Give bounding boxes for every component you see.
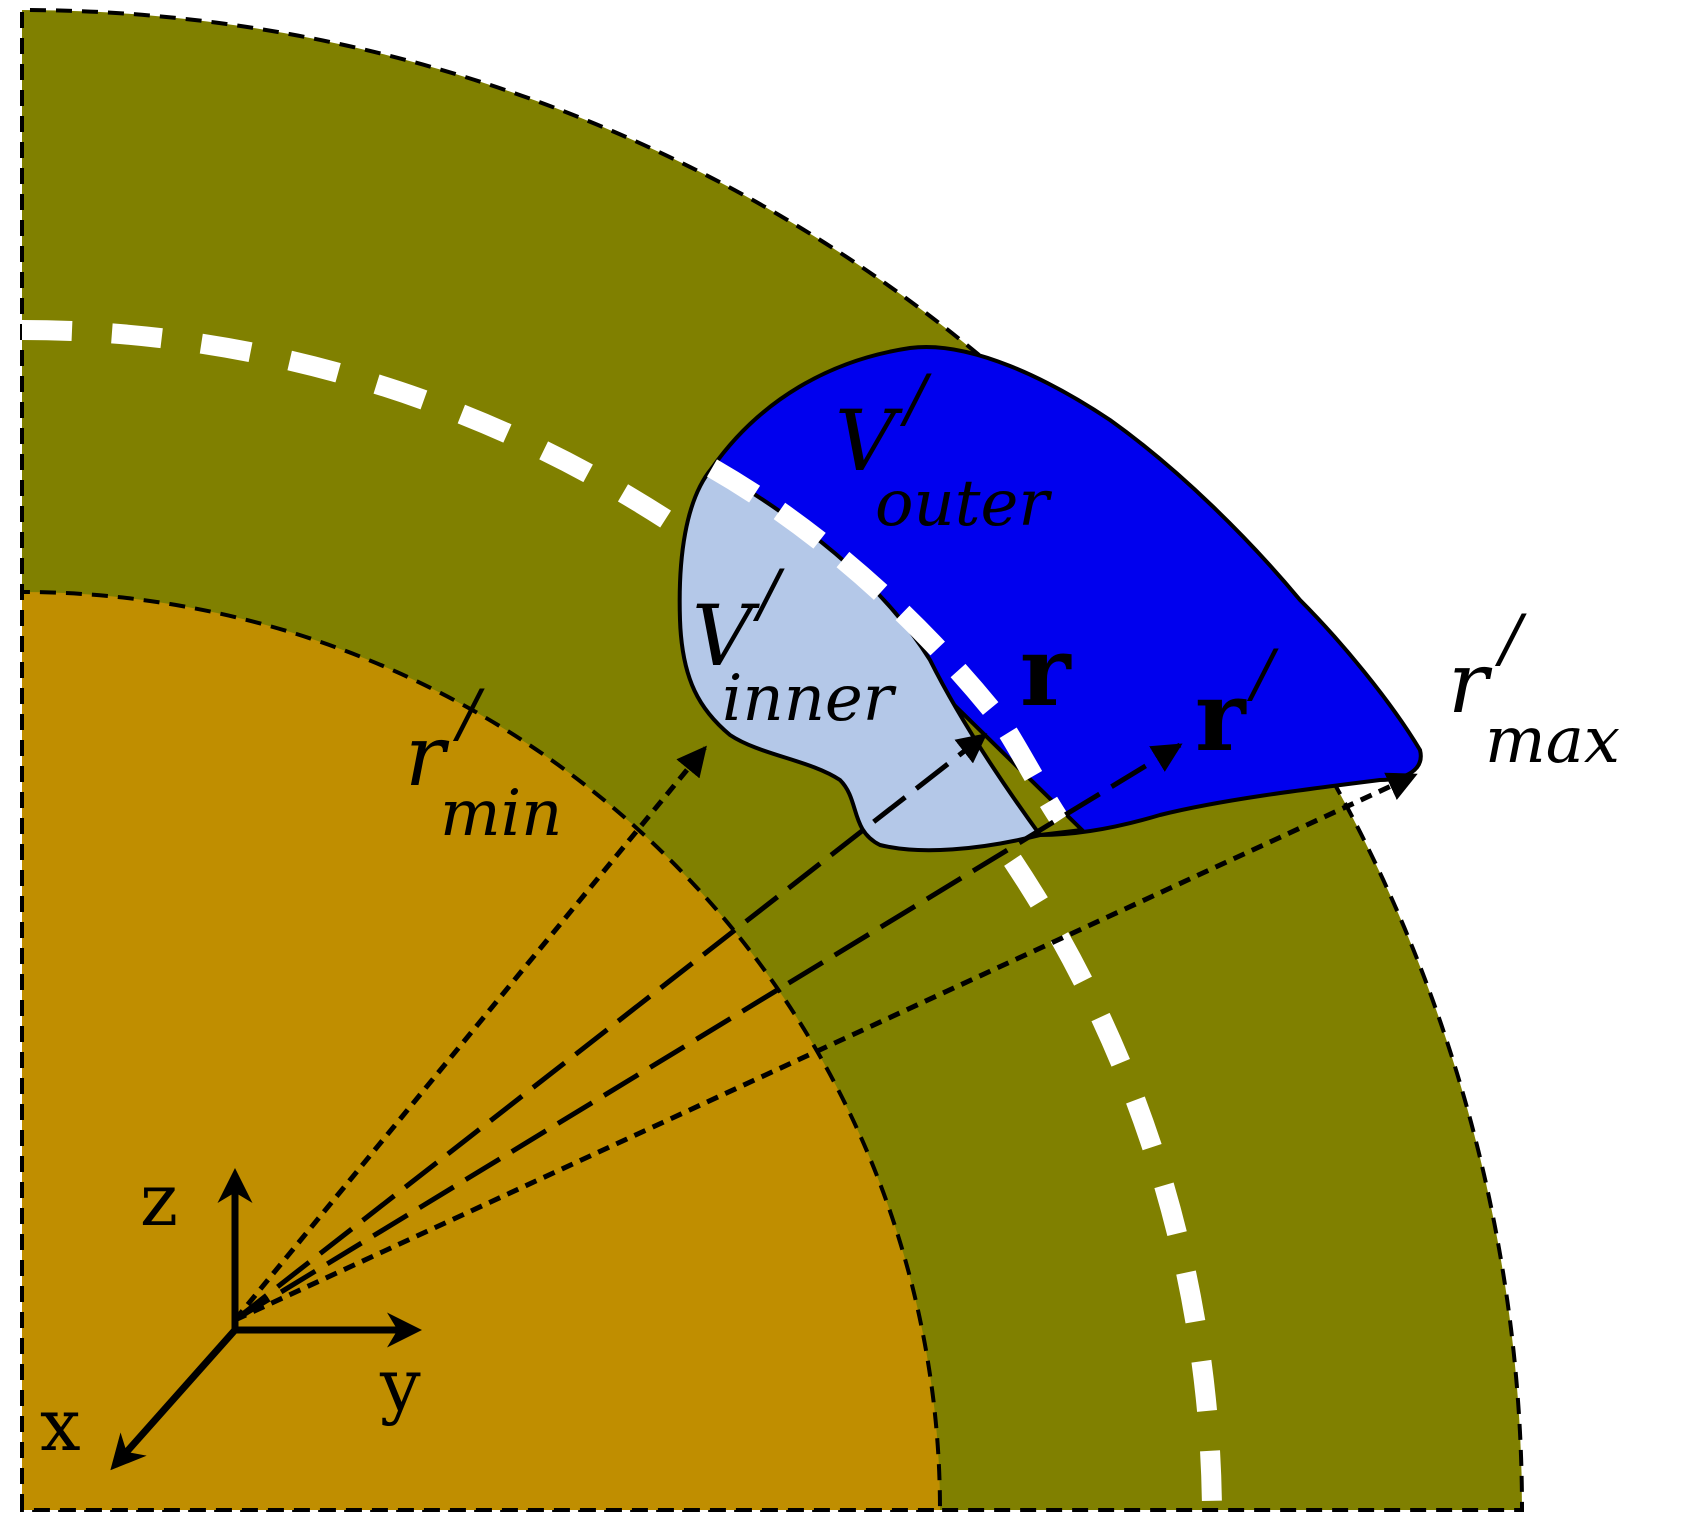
r-max-label: r / max <box>1448 602 1620 778</box>
svg-text:/: / <box>1246 637 1279 711</box>
svg-text:r: r <box>405 707 450 805</box>
x-axis-label: x <box>40 1383 81 1467</box>
radial-lines <box>233 733 1418 1323</box>
y-axis-label: y <box>379 1343 421 1427</box>
svg-text:/: / <box>1494 602 1527 676</box>
inner-volume-shape <box>677 465 1044 853</box>
radial-line-r-prime <box>233 742 1183 1323</box>
svg-text:r: r <box>1448 634 1493 732</box>
x-axis <box>110 1327 238 1471</box>
outer-volume-shape <box>709 345 1423 837</box>
mid-radius-dashed-arc-overlay <box>707 459 1069 826</box>
svg-text:r: r <box>1195 660 1247 773</box>
v-inner-label: V / inner <box>692 557 897 736</box>
v-outer-label: V / outer <box>835 362 1052 541</box>
svg-text:V: V <box>692 587 760 685</box>
svg-text:/: / <box>752 557 785 631</box>
radial-line-rmax <box>233 772 1418 1323</box>
r-min-label: r / min <box>405 677 562 851</box>
svg-text:V: V <box>835 392 903 490</box>
vector-r-prime-label: r / <box>1195 637 1279 773</box>
z-axis-label: z <box>140 1158 178 1242</box>
svg-text:min: min <box>440 777 562 851</box>
inner-core-region <box>20 589 943 1512</box>
svg-text:/: / <box>899 362 932 436</box>
svg-text:inner: inner <box>722 662 897 736</box>
coordinate-axes-icon <box>110 1168 422 1471</box>
vector-r-label: r <box>1020 615 1072 728</box>
svg-text:/: / <box>452 677 485 751</box>
svg-text:outer: outer <box>875 467 1052 541</box>
radial-line-rmin <box>233 745 707 1322</box>
radial-line-r <box>233 733 988 1322</box>
svg-text:max: max <box>1485 704 1620 778</box>
